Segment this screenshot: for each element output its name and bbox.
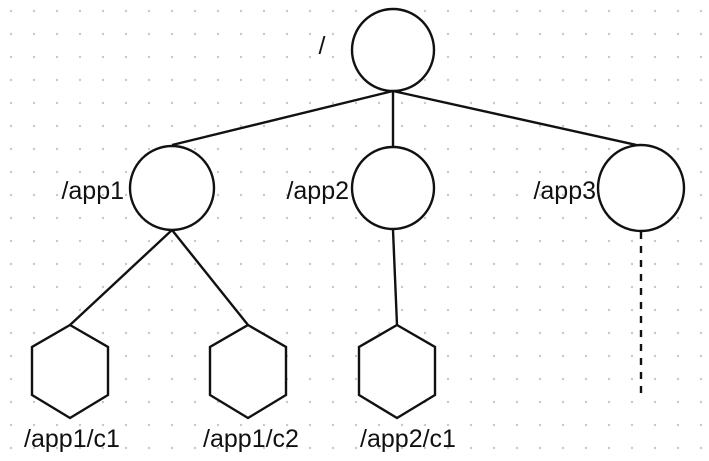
node-app1-c1-label: /app1/c1 (24, 425, 120, 453)
node-app2-label: /app2 (286, 177, 349, 205)
node-app1-label: /app1 (61, 177, 124, 205)
edge-root-app3 (392, 89, 642, 148)
edge-root-app1 (171, 89, 394, 147)
node-app2-c1-label: /app2/c1 (360, 425, 456, 453)
edge-app1-app1-c1 (69, 229, 173, 326)
node-app3-label: /app3 (533, 177, 596, 205)
edge-app2-app2-c1 (391, 229, 399, 326)
node-app1-c1 (30, 323, 110, 420)
node-app2-c1 (357, 323, 437, 420)
node-app1 (128, 144, 216, 232)
node-app1-c2-label: /app1/c2 (203, 425, 299, 453)
edge-app1-app1-c2 (171, 229, 249, 326)
node-root (350, 7, 436, 93)
node-root-label: / (319, 32, 326, 60)
node-app2 (350, 145, 436, 231)
node-app3 (596, 143, 686, 233)
node-app1-c2 (208, 323, 288, 420)
